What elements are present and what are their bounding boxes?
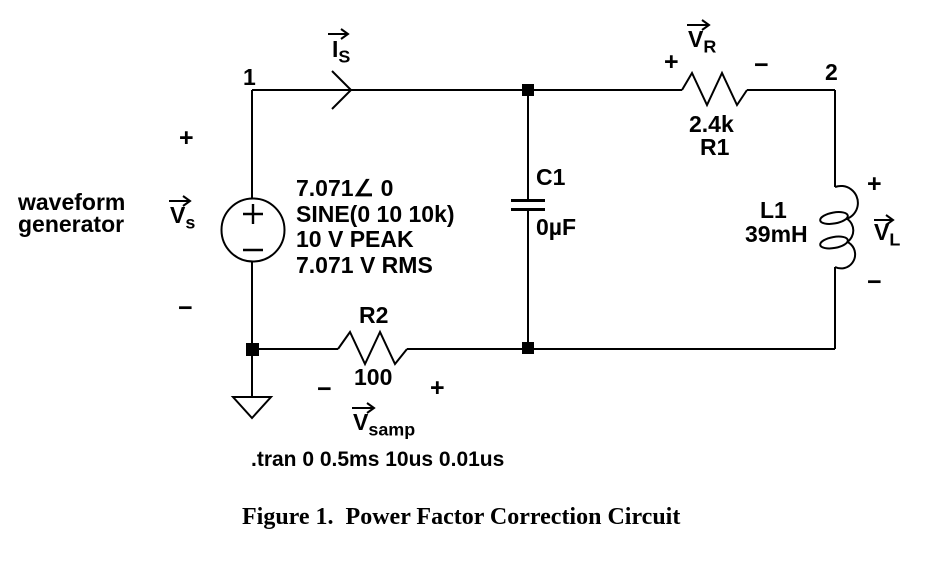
vector-arrow-vl-icon (874, 214, 895, 226)
r1-minus-sign: − (754, 51, 769, 79)
source-annotation-line: 7.071∠ 0 (296, 175, 394, 201)
source-annotation-line: SINE(0 10 10k) (296, 200, 455, 227)
vector-arrow-vr-icon (687, 19, 711, 31)
vr-phasor-label: VR (688, 28, 716, 57)
source-plus-sign: + (179, 124, 194, 152)
vs-phasor-label: Vs (170, 204, 195, 233)
vr-subscript: R (703, 36, 717, 57)
current-arrow-icon (331, 70, 353, 110)
waveform-generator-line1: waveform (18, 189, 126, 215)
l1-minus-sign: − (867, 268, 882, 296)
source-annotation: 7.071∠ 0 SINE(0 10 10k) 10 V PEAK 7.071 … (296, 175, 455, 278)
vsamp-base: V (353, 409, 369, 435)
source-minus-sign: − (178, 294, 193, 322)
node-1-label: 1 (243, 64, 256, 90)
r1-designator-label: R1 (700, 134, 730, 160)
junction-dot (522, 84, 534, 96)
inductor-loop-icon (819, 235, 849, 250)
source-annotation-line: 10 V PEAK (296, 226, 414, 252)
vector-arrow-vsamp-icon (352, 402, 376, 414)
vl-phasor-label: VL (874, 221, 900, 250)
r2-value-label: 100 (354, 364, 393, 390)
is-current-label: IS (332, 38, 350, 67)
source-annotation-line: 7.071 V RMS (296, 251, 433, 278)
r2-plus-sign: + (430, 374, 445, 402)
inductor-loop-icon (819, 211, 849, 225)
spice-directive: .tran 0 0.5ms 10us 0.01us (251, 448, 505, 471)
r2-designator-label: R2 (359, 302, 389, 328)
vsamp-subscript: samp (368, 419, 416, 440)
node-2-label: 2 (825, 59, 838, 85)
waveform-generator-label: waveform generator (18, 189, 126, 237)
vl-subscript: L (889, 229, 901, 250)
vl-base: V (874, 219, 890, 245)
waveform-generator-line2: generator (18, 211, 125, 237)
voltage-source-plus-icon (243, 204, 263, 224)
c1-value-label: 0µF (536, 214, 577, 240)
is-subscript: S (338, 46, 351, 67)
l1-value-label: 39mH (745, 221, 808, 247)
vr-base: V (688, 26, 704, 52)
vs-subscript: s (185, 212, 196, 233)
r1-value-label: 2.4k (689, 111, 734, 137)
vector-arrow-vs-icon (169, 195, 192, 207)
resistor-r1-symbol (681, 70, 748, 108)
r2-minus-sign: − (317, 375, 332, 403)
ground-icon (230, 396, 274, 420)
is-base: I (332, 36, 339, 62)
r1-plus-sign: + (664, 48, 679, 76)
resistor-r2-symbol (337, 329, 408, 367)
vsamp-phasor-label: Vsamp (353, 411, 415, 440)
inductor-l1-symbol (830, 184, 859, 270)
voltage-source-symbol (220, 197, 286, 263)
vs-base: V (170, 202, 186, 228)
c1-designator-label: C1 (536, 164, 566, 190)
l1-designator-label: L1 (760, 197, 787, 223)
junction-dot (522, 342, 534, 354)
vector-arrow-is-icon (328, 28, 350, 40)
figure-caption: Figure 1. Power Factor Correction Circui… (242, 504, 681, 530)
l1-plus-sign: + (867, 170, 882, 198)
